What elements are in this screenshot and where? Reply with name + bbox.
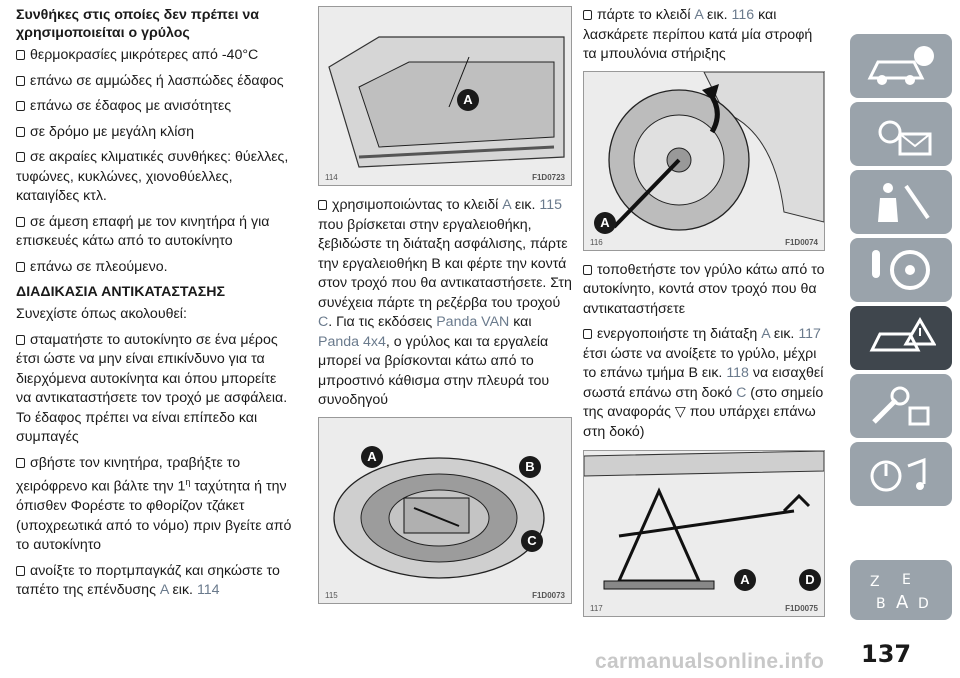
figure-code: F1D0075 [785, 604, 818, 613]
car-info-icon [867, 46, 934, 85]
bullet-icon [16, 101, 25, 111]
callout-d: D [799, 569, 821, 591]
bullet-icon [16, 75, 25, 86]
bullet-item: επάνω σε πλεούμενο. [16, 258, 294, 278]
column-2: A 114 F1D0723 χρησιμοποιώντας το κλειδί … [318, 6, 572, 604]
step-item: τοποθετήστε τον γρύλο κάτω από το αυτοκί… [583, 261, 825, 317]
bullet-item: επάνω σε έδαφος με ανισότητες [16, 97, 294, 117]
bullet-icon [16, 457, 25, 468]
bullet-item: επάνω σε αμμώδες ή λασπώδες έδαφος [16, 72, 294, 92]
bullet-icon [16, 334, 25, 345]
callout-a: A [594, 211, 616, 234]
steering-wheel-icon [872, 250, 930, 290]
technical-data-icon [870, 457, 926, 492]
svg-text:A: A [896, 592, 909, 613]
bullet-icon [16, 152, 25, 162]
column-3: πάρτε το κλειδί A εικ. 116 και λασκάρετε… [583, 6, 825, 617]
bullet-icon [16, 126, 25, 137]
bullet-item: σε δρόμο με μεγάλη κλίση [16, 123, 294, 143]
figure-number: 114 [325, 173, 338, 182]
step-item: σταματήστε το αυτοκίνητο σε ένα μέρος έτ… [16, 331, 288, 445]
sidebar-tab-safety[interactable] [850, 170, 952, 234]
sidebar-tab-car-info[interactable] [850, 34, 952, 98]
reference-triangle-icon: ▽ [674, 404, 686, 420]
bullet-item: σε άμεση επαφή με τον κινητήρα ή για επι… [16, 213, 270, 249]
bullet-item: θερμοκρασίες μικρότερες από -40°C [16, 46, 294, 66]
bullet-icon [318, 200, 327, 210]
sidebar-tab-technical-data[interactable] [850, 442, 952, 506]
page-number: 137 [861, 640, 912, 668]
heading-procedure: ΔΙΑΔΙΚΑΣΙΑ ΑΝΤΙΚΑΤΑΣΤΑΣΗΣ [16, 284, 226, 300]
emergency-icon [869, 317, 936, 352]
sidebar-tab-driving[interactable] [850, 238, 952, 302]
callout-a: A [734, 569, 756, 591]
column-1: Συνθήκες στις οποίες δεν πρέπει να χρησι… [16, 6, 294, 607]
callout-a: A [361, 445, 383, 468]
figure-115: A B C 115 F1D0073 [318, 416, 572, 604]
bullet-icon [16, 565, 25, 576]
step-item: ενεργοποιήστε τη διάταξη A εικ. 117 έτσι… [583, 326, 824, 440]
figure-code: F1D0073 [532, 590, 565, 600]
svg-text:B: B [876, 596, 886, 612]
bullet-icon [16, 50, 25, 60]
step-item: σβήστε τον κινητήρα, τραβήξτε το χειρόφρ… [16, 454, 292, 554]
heading-jack-conditions: Συνθήκες στις οποίες δεν πρέπει να χρησι… [16, 7, 259, 41]
spare-wheel-illustration [319, 417, 571, 603]
warning-lights-icon [878, 120, 932, 156]
maintenance-icon [872, 386, 930, 426]
bullet-icon [583, 329, 592, 339]
step-item: χρησιμοποιώντας το κλειδί A εικ. 115 που… [318, 197, 572, 408]
figure-117: A D 117 F1D0075 [583, 450, 825, 617]
trunk-illustration [319, 7, 571, 185]
sidebar-tab-emergency[interactable] [850, 306, 952, 370]
svg-text:E: E [902, 572, 911, 588]
svg-text:Z: Z [870, 574, 880, 590]
jack-illustration [584, 451, 824, 616]
seat-belt-icon [878, 183, 930, 222]
figure-116: A 116 F1D0074 [583, 70, 825, 251]
sidebar-tab-warning-lights[interactable] [850, 102, 952, 166]
step-item: πάρτε το κλειδί A εικ. 116 και λασκάρετε… [583, 7, 813, 62]
sidebar-tab-maintenance[interactable] [850, 374, 952, 438]
step-item: ανοίξτε το πορτμπαγκάζ και σηκώστε το τα… [16, 562, 280, 599]
callout-b: B [519, 455, 541, 478]
figure-114: A 114 F1D0723 [318, 6, 572, 186]
wheel-bolts-illustration [584, 71, 824, 250]
bullet-icon [583, 10, 592, 20]
figure-number: 116 [590, 237, 603, 247]
intro-text: Συνεχίστε όπως ακολουθεί: [16, 306, 187, 322]
bullet-icon [583, 264, 592, 275]
bullet-icon [16, 216, 25, 227]
bullet-item: σε ακραίες κλιματικές συνθήκες: θύελλες,… [16, 149, 289, 204]
svg-text:D: D [918, 596, 929, 612]
callout-a: A [457, 89, 479, 111]
bullet-icon [16, 261, 25, 272]
figure-number: 115 [325, 590, 338, 600]
figure-code: F1D0074 [785, 237, 818, 247]
figure-number: 117 [590, 604, 603, 613]
callout-c: C [521, 529, 543, 552]
figure-code: F1D0723 [532, 173, 565, 182]
watermark: carmanualsonline.info [595, 650, 825, 673]
